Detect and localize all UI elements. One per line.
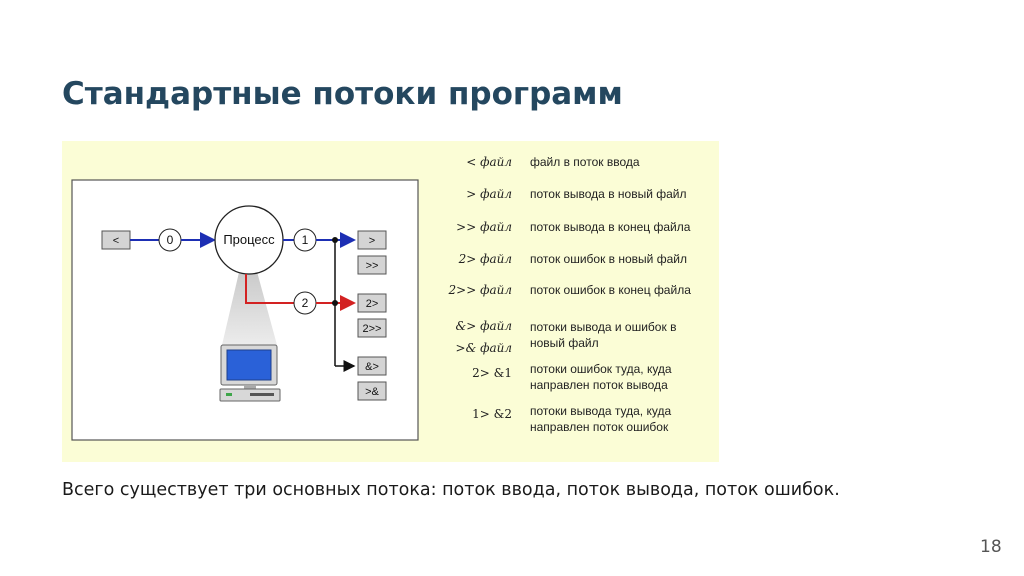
op-row-5b: >& файл [456,341,512,355]
op-row-1: > файл [466,187,512,201]
op-row-3: 2> файл [458,252,512,266]
stderr-box-2-label: 2>> [363,323,382,335]
page-number: 18 [980,537,1002,557]
stderr-box-1-label: 2> [366,298,379,310]
computer-icon [220,345,280,401]
desc-row-6b: направлен поток вывода [530,378,668,392]
streams-diagram: < 0 Процесс 1 2 > >> 2> 2>> &> [62,141,719,462]
desc-row-7b: направлен поток ошибок [530,420,669,434]
fd-0-label: 0 [167,233,174,247]
stdout-box-2-label: >> [366,260,379,272]
both-box-2-label: >& [365,386,379,398]
op-row-5: &> файл [456,319,512,333]
stdout-box-1-label: > [369,235,375,247]
desc-row-7a: потоки вывода туда, куда [530,404,671,418]
both-box-1-label: &> [365,361,379,373]
fd-1-label: 1 [302,233,309,247]
desc-row-1: поток вывода в новый файл [530,187,687,201]
process-label: Процесс [223,232,275,247]
slide-title: Стандартные потоки программ [62,76,623,112]
slide-caption: Всего существует три основных потока: по… [62,480,840,500]
desc-row-3: поток ошибок в новый файл [530,252,687,266]
fd-2-label: 2 [302,296,309,310]
streams-figure: < 0 Процесс 1 2 > >> 2> 2>> &> [62,141,719,462]
op-row-6: 2> &1 [472,366,512,380]
op-row-2: >> файл [456,220,512,234]
op-row-7: 1> &2 [472,407,512,421]
op-row-0: < файл [466,155,512,169]
desc-row-0: файл в поток ввода [530,155,640,169]
desc-row-5b: новый файл [530,336,599,350]
input-box-label: < [113,235,119,247]
desc-row-2: поток вывода в конец файла [530,220,691,234]
op-row-4: 2>> файл [448,283,512,297]
desc-row-6a: потоки ошибок туда, куда [530,362,672,376]
desc-row-4: поток ошибок в конец файла [530,283,691,297]
desc-row-5a: потоки вывода и ошибок в [530,320,676,334]
